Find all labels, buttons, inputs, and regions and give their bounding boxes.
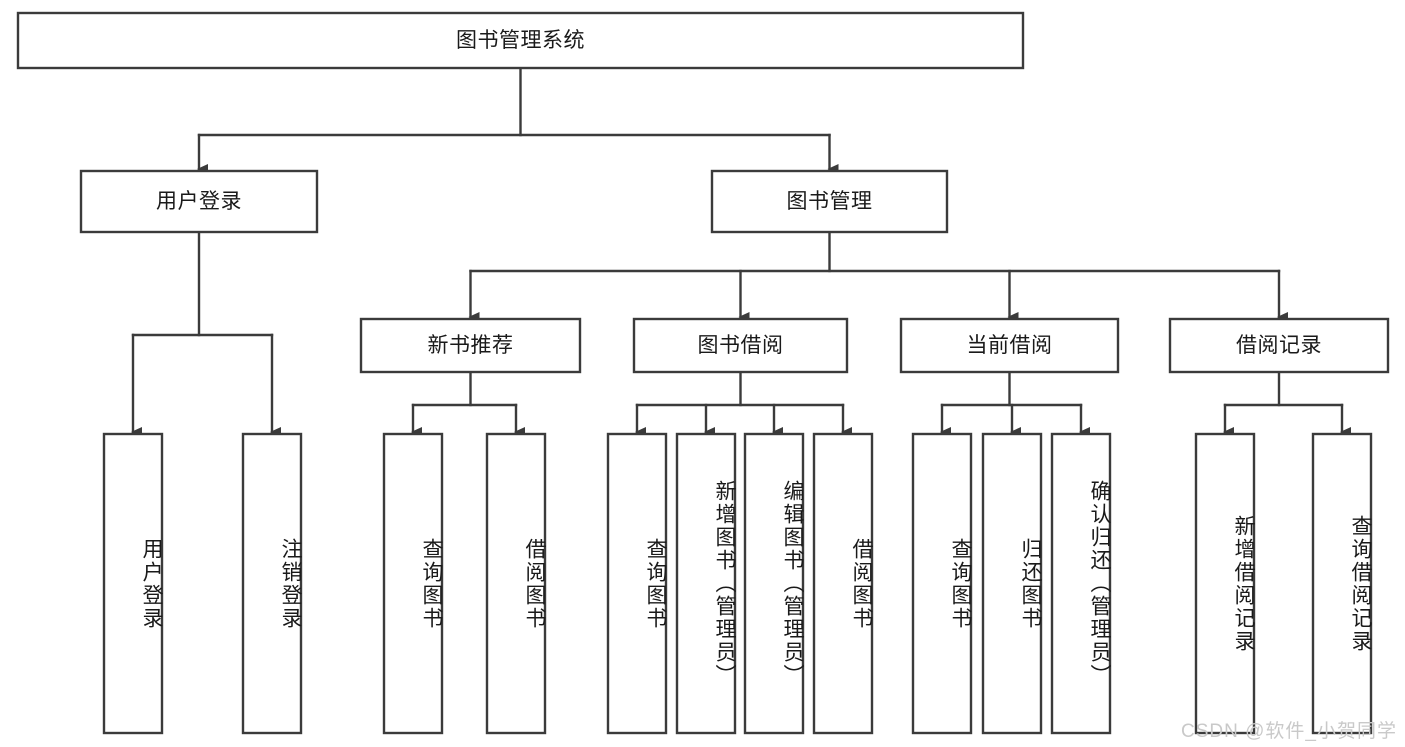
node-leaf-return-book-rect[interactable] [981, 432, 1043, 735]
node-user-login[interactable]: 用户登录 [79, 169, 319, 234]
node-leaf-query-record-rect[interactable] [1311, 432, 1373, 735]
node-root-图书管理系统-label: 图书管理系统 [456, 29, 585, 52]
node-root-图书管理系统[interactable]: 图书管理系统 [16, 11, 1025, 70]
node-leaf-borrow-book-1-rect[interactable] [485, 432, 547, 735]
node-book-borrow[interactable]: 图书借阅 [632, 317, 849, 374]
node-leaf-borrow-book-2-rect[interactable] [812, 432, 874, 735]
node-book-manage[interactable]: 图书管理 [710, 169, 949, 234]
node-leaf-user-login-rect[interactable] [102, 432, 164, 735]
node-new-book-recommend[interactable]: 新书推荐 [359, 317, 582, 374]
node-book-manage-label: 图书管理 [787, 190, 873, 213]
node-new-book-recommend-label: 新书推荐 [428, 334, 514, 357]
node-book-manage-rect[interactable] [710, 169, 949, 234]
node-root-图书管理系统-rect[interactable] [16, 11, 1025, 70]
node-current-borrow-rect[interactable] [899, 317, 1120, 374]
node-user-login-rect[interactable] [79, 169, 319, 234]
watermark-text: CSDN @软件_小贺同学 [1181, 721, 1397, 742]
node-leaf-confirm-return-rect[interactable] [1050, 432, 1112, 735]
connectors-layer [131, 66, 1351, 437]
node-leaf-logout-rect[interactable] [241, 432, 303, 735]
node-leaf-query-book-2-rect[interactable] [606, 432, 668, 735]
node-book-borrow-label: 图书借阅 [698, 334, 784, 357]
node-leaf-add-book-rect[interactable] [675, 432, 737, 735]
node-borrow-record-rect[interactable] [1168, 317, 1390, 374]
node-leaf-query-book-3-rect[interactable] [911, 432, 973, 735]
node-new-book-recommend-rect[interactable] [359, 317, 582, 374]
node-borrow-record[interactable]: 借阅记录 [1168, 317, 1390, 374]
node-book-borrow-rect[interactable] [632, 317, 849, 374]
node-leaf-edit-book-rect[interactable] [743, 432, 805, 735]
node-current-borrow[interactable]: 当前借阅 [899, 317, 1120, 374]
node-user-login-label: 用户登录 [156, 190, 242, 213]
node-current-borrow-label: 当前借阅 [967, 334, 1053, 357]
node-leaf-add-record-rect[interactable] [1194, 432, 1256, 735]
node-borrow-record-label: 借阅记录 [1236, 334, 1322, 357]
node-leaf-query-book-1-rect[interactable] [382, 432, 444, 735]
